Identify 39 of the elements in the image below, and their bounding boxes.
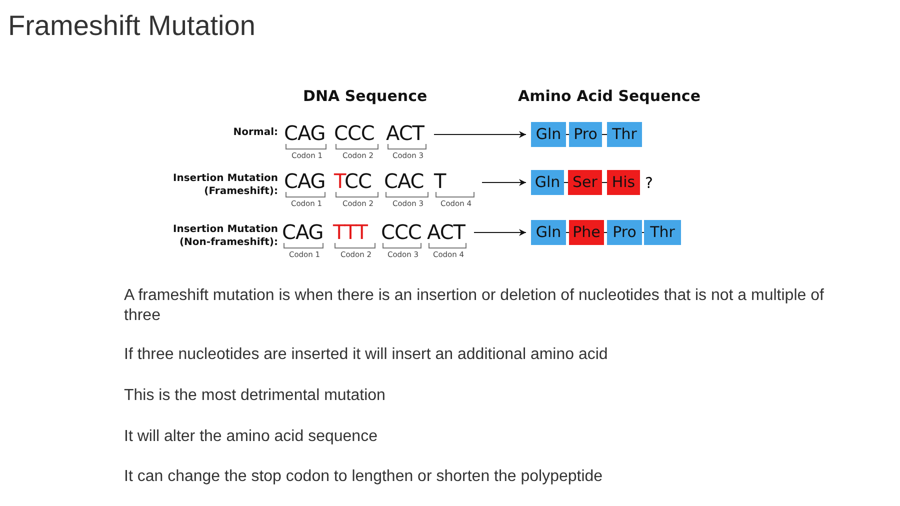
bullet-text: It can change the stop codon to lengthen or shorten the polypeptide [124, 467, 604, 487]
column-heading: DNA Sequence [303, 87, 428, 105]
connector-line [564, 182, 568, 183]
codon-text: CAG [284, 121, 330, 145]
bullet-text: This is the most detrimental mutation [124, 386, 386, 406]
unknown-mark: ? [645, 174, 653, 192]
amino-acid-box: Gln [531, 220, 566, 245]
arrow [434, 131, 526, 138]
slide-title: Frameshift Mutation [8, 10, 256, 42]
amino-acid-box: Thr [644, 220, 681, 245]
amino-acid-box: His [607, 170, 640, 195]
codon-text: CCC [334, 121, 382, 145]
amino-acid-box: Phe [569, 220, 604, 245]
connector-line [602, 182, 608, 183]
codon-text: TTT [333, 220, 379, 244]
connector-line [602, 134, 608, 135]
arrow [474, 229, 526, 236]
codon-text: CCC [381, 220, 425, 244]
amino-acid-box: Pro [569, 122, 602, 147]
codon-text: CAC [384, 169, 432, 193]
codon-text: ACT [427, 220, 470, 244]
codon-text: ACT [386, 121, 430, 145]
codon-text: TCC [334, 169, 382, 193]
amino-acid-box: Gln [531, 170, 564, 195]
amino-acid-box: Gln [531, 122, 566, 147]
row-label: Insertion Mutation (Frameshift): [172, 172, 278, 198]
bullet-text: A frameshift mutation is when there is an insertion or deletion of nucleotides that is not a multiple of three [124, 286, 824, 326]
codon-text: CAG [282, 220, 327, 244]
bullet-text: It will alter the amino acid sequence [124, 427, 378, 447]
codon-text: T [434, 169, 478, 193]
column-heading: Amino Acid Sequence [518, 87, 700, 105]
bullet-text: If three nucleotides are inserted it will insert an additional amino acid [124, 345, 609, 365]
amino-acid-box: Thr [607, 122, 642, 147]
row-label: Insertion Mutation (Non-frameshift): [172, 223, 278, 249]
arrow [482, 179, 526, 186]
amino-acid-box: Ser [568, 170, 602, 195]
amino-acid-box: Pro [607, 220, 642, 245]
row-label: Normal: [232, 126, 278, 139]
codon-text: CAG [284, 169, 329, 193]
